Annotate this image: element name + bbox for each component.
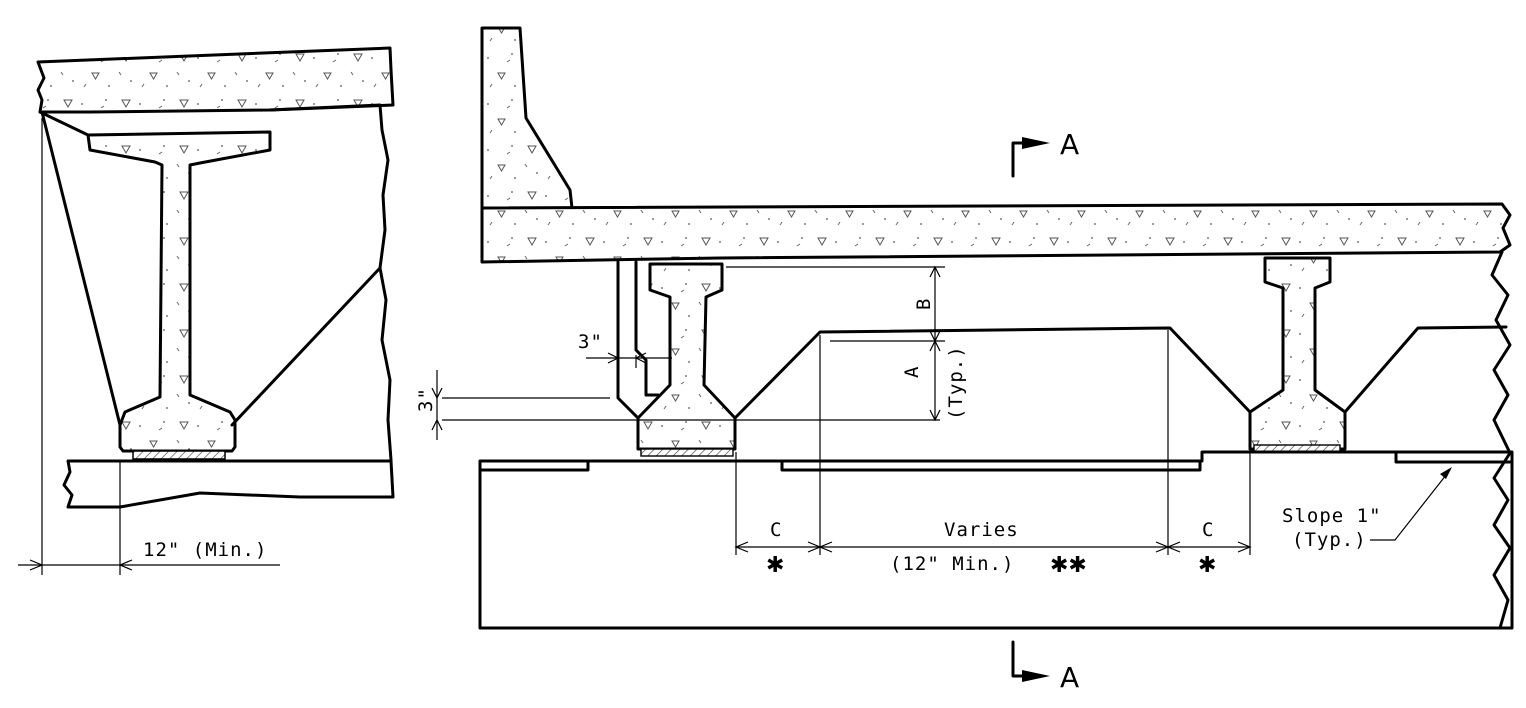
section-arrow-bottom [1022, 670, 1050, 682]
left-cap-outline [230, 103, 390, 427]
section-marker-top [1011, 141, 1027, 178]
cvc-arrow-1 [734, 541, 749, 553]
three-in-v-label: 3" [415, 387, 437, 412]
left-beam-seat [62, 459, 395, 509]
barrier [480, 26, 574, 210]
seat-recess-left [480, 459, 590, 472]
section-bottom-label: A [1060, 661, 1079, 694]
three-in-arrow-1 [607, 352, 620, 364]
dim-c-right-label: C [1202, 519, 1214, 541]
dim-b-arrow-top [929, 265, 941, 278]
three-in-h-label: 3" [578, 331, 603, 353]
pier-cap [478, 450, 1514, 630]
slope-leader-arrow [1440, 467, 1452, 479]
three-in-v-arrow-1 [431, 387, 443, 400]
right-section: 3" 3" B A (Typ.) C Varies C ✱ ( [415, 26, 1514, 694]
three-in-v-arrow-2 [431, 418, 443, 431]
double-star-label: ✱✱ [1050, 553, 1087, 578]
dim-b-label: B [913, 298, 935, 310]
dim-a-arrow-bottom [929, 409, 941, 422]
cap-beam-right [1343, 325, 1508, 414]
right-girder [1248, 256, 1347, 451]
left-detail: 12" (Min.) [18, 46, 395, 575]
left-exterior-girder [636, 262, 737, 451]
left-girder [86, 130, 272, 453]
varies-label: Varies [944, 519, 1019, 541]
section-top-label: A [1060, 128, 1079, 161]
section-arrow-top [1022, 137, 1050, 149]
dim-a-arrow-top [929, 339, 941, 352]
left-haunch-slope [40, 110, 122, 427]
min-12-center-label: (12" Min.) [890, 553, 1014, 575]
seat-recess-right [1394, 450, 1514, 464]
left-girder-plate-inner [634, 260, 660, 397]
right-break-line [1490, 250, 1512, 630]
star-left-label: ✱ [766, 553, 784, 578]
star-right-label: ✱ [1198, 553, 1216, 578]
cvc-arrow-6 [1237, 541, 1252, 553]
seat-recess-center [780, 459, 1202, 472]
section-marker-bottom [1011, 640, 1027, 678]
slope-label: Slope 1" [1282, 505, 1382, 527]
left-haunch-edge [38, 110, 90, 137]
left-cap-break [378, 266, 393, 462]
cvc-arrow-3 [818, 541, 833, 553]
left-girder-plate [616, 260, 640, 420]
dim-a-label: A [901, 366, 923, 378]
left-bearing-pad [132, 450, 226, 460]
left-dim-arrow-2 [118, 559, 133, 571]
dim-typ-label: (Typ.) [945, 345, 967, 420]
slope-typ-label: (Typ.) [1292, 529, 1367, 551]
cvc-arrow-5 [1166, 541, 1181, 553]
left-min-label: 12" (Min.) [143, 539, 267, 561]
left-deck-slab [36, 46, 395, 114]
left-dim-arrow-1 [29, 559, 44, 571]
cap-beam-top [733, 326, 1252, 420]
slope-leader [1370, 469, 1451, 541]
three-in-arrow-2 [634, 352, 647, 364]
dim-c-left-label: C [770, 519, 782, 541]
deck-slab [480, 202, 1512, 264]
bearing-pad-left [640, 448, 734, 457]
